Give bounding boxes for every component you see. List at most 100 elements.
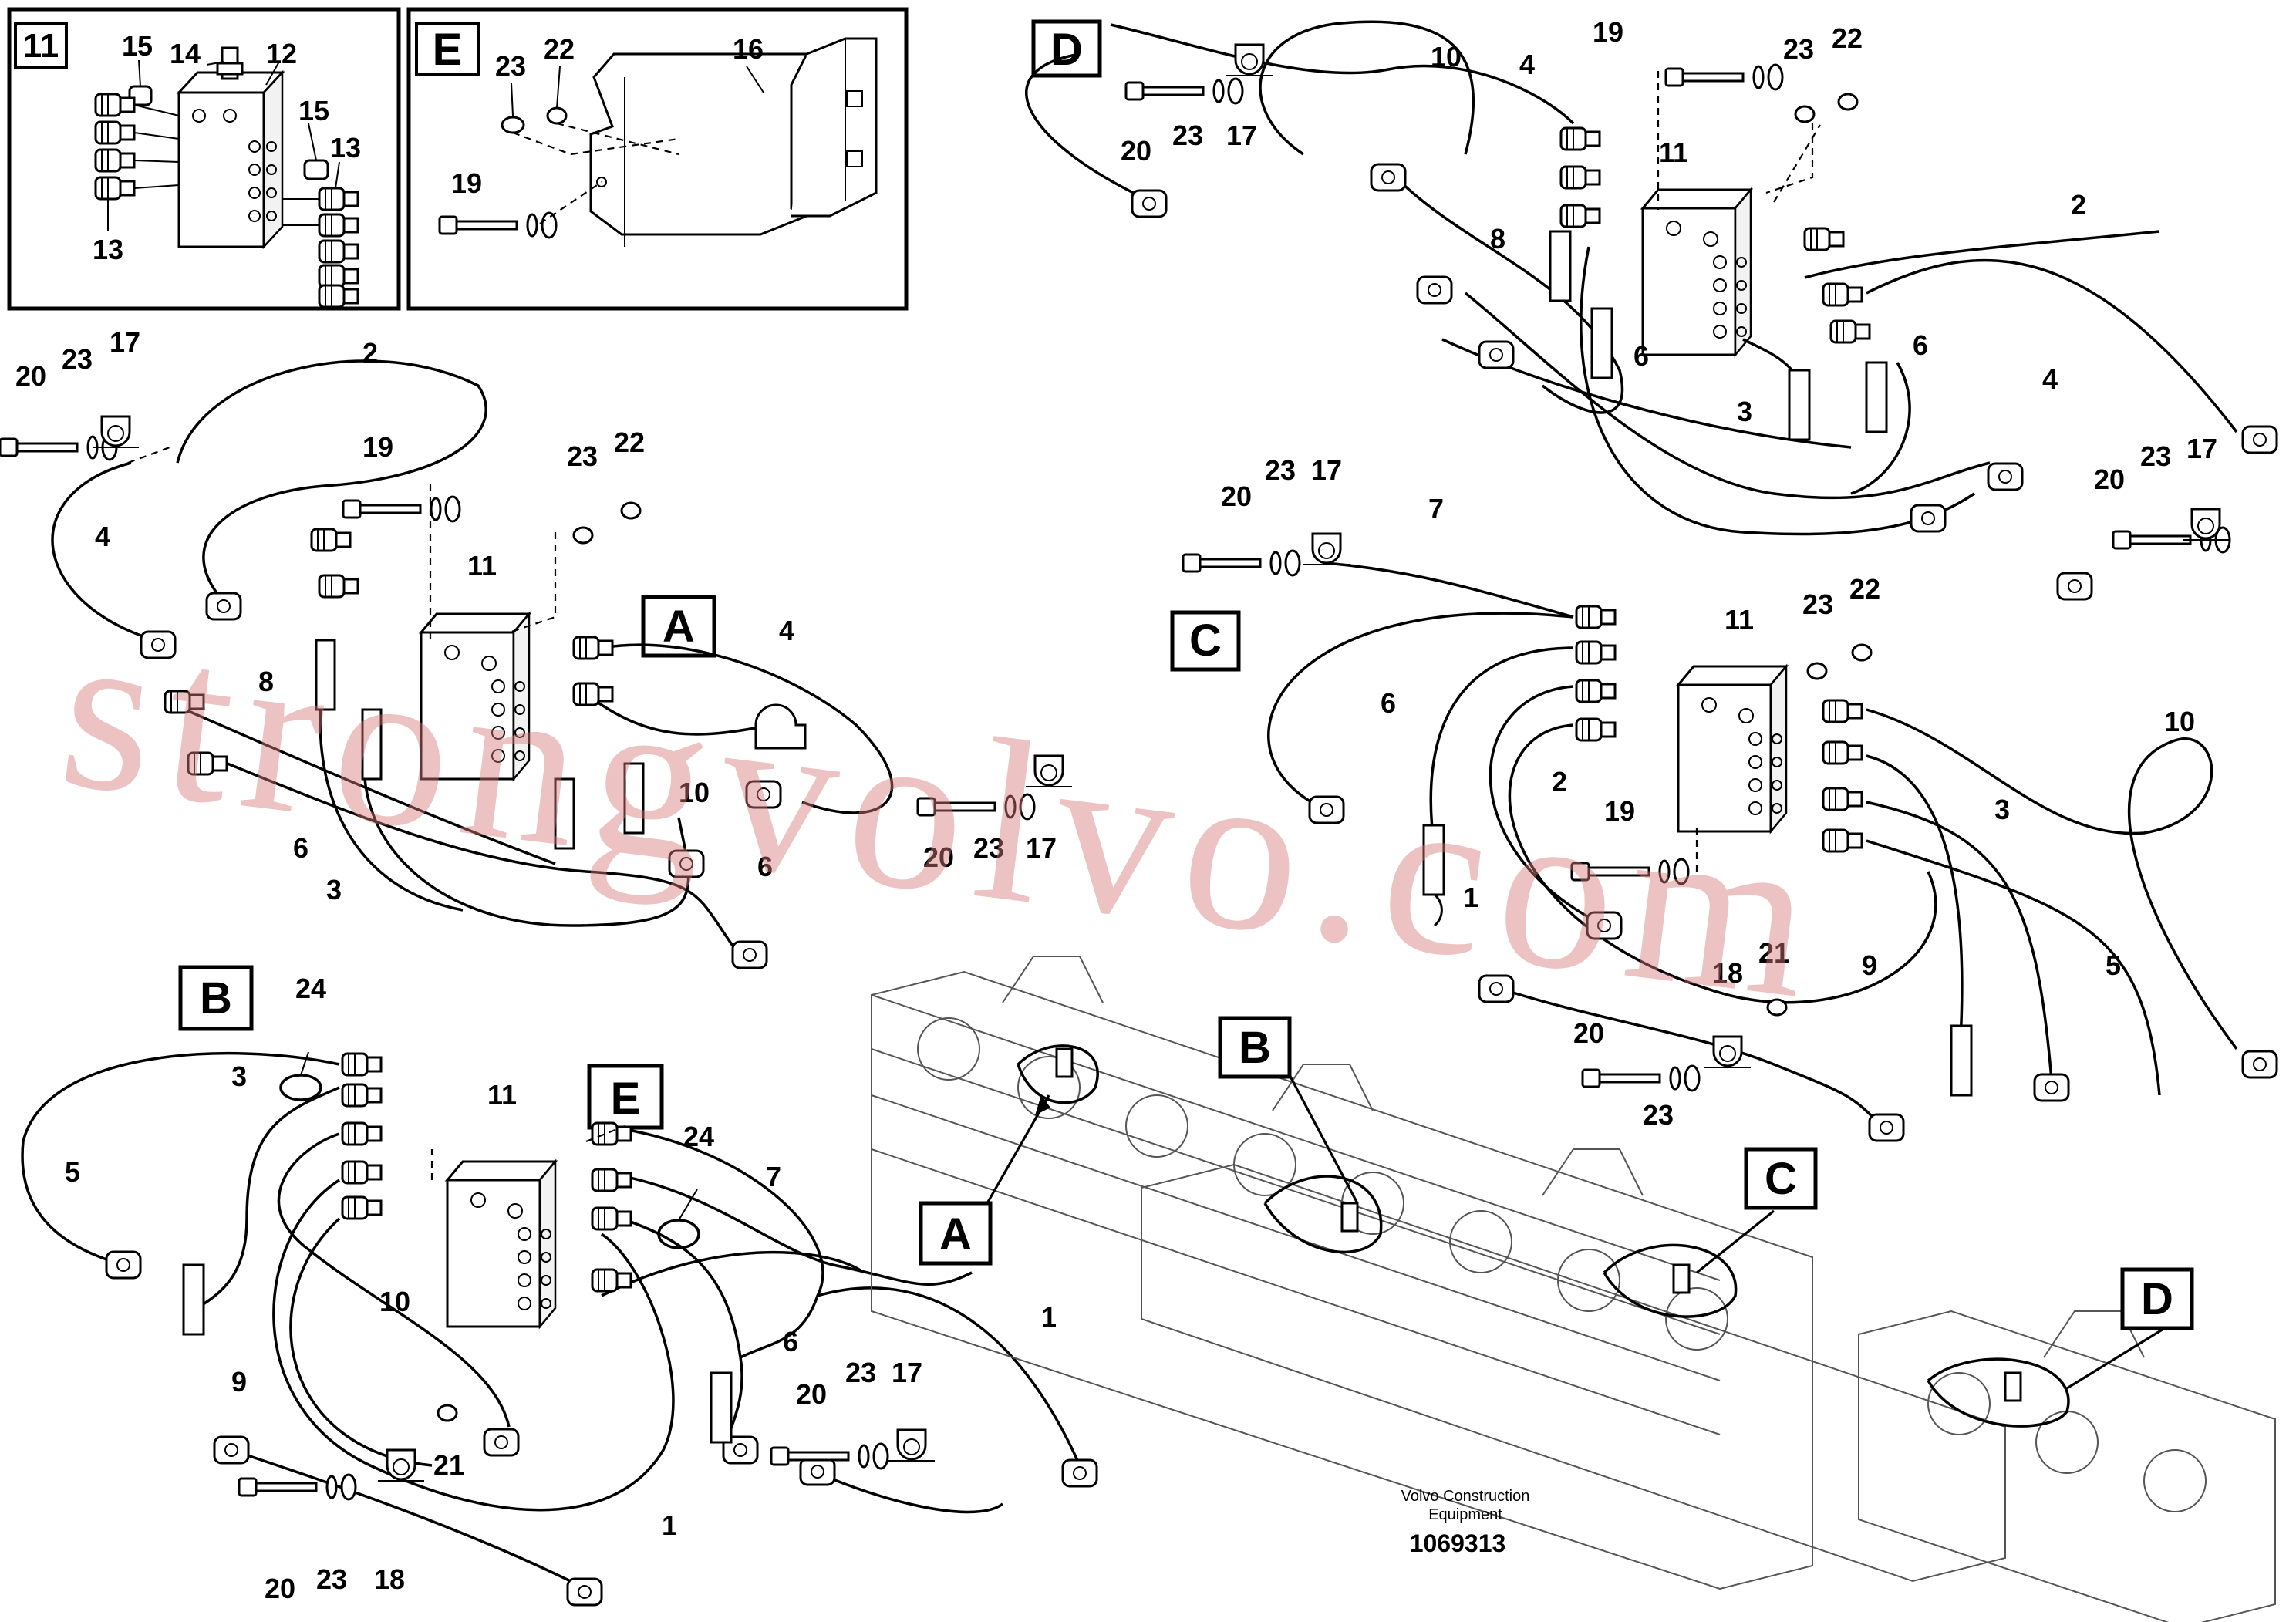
company-line-2: Equipment xyxy=(1428,1506,1502,1523)
callout: 6 xyxy=(1381,687,1396,719)
callout: 21 xyxy=(433,1449,464,1481)
callout: 3 xyxy=(1994,794,2010,825)
view-c: C 20 23 xyxy=(1170,454,2278,1142)
callout: 18 xyxy=(1712,957,1743,989)
callout: 9 xyxy=(231,1366,247,1398)
callout: 6 xyxy=(757,851,773,882)
callout: 7 xyxy=(766,1161,781,1192)
machine-overview: A B C D xyxy=(871,956,2276,1622)
callout: 1 xyxy=(1041,1301,1057,1333)
callout: 23 xyxy=(495,50,526,82)
inset-e-fasteners xyxy=(438,106,679,239)
view-b-hoses xyxy=(21,1051,1081,1590)
callout: 12 xyxy=(266,38,297,69)
view-b-callouts: 24 3 5 11 24 7 6 1 10 9 20 23 17 21 1 20… xyxy=(65,973,1057,1604)
callout: 20 xyxy=(1221,481,1252,512)
view-b-clips-24 xyxy=(279,1051,700,1249)
callout: 20 xyxy=(1121,135,1151,167)
callout: 10 xyxy=(679,777,710,808)
callout: 19 xyxy=(451,167,482,199)
callout: 23 xyxy=(1265,454,1296,486)
callout: 17 xyxy=(1226,120,1257,151)
overview-label-b: B xyxy=(1239,1023,1271,1073)
callout: 22 xyxy=(614,427,645,458)
callout: 6 xyxy=(1913,329,1928,361)
callout: 23 xyxy=(1643,1099,1674,1131)
callout: 4 xyxy=(2042,363,2058,395)
callout: 2 xyxy=(2071,189,2086,221)
callout: 3 xyxy=(326,874,342,905)
callout: 6 xyxy=(293,832,308,864)
callout: 24 xyxy=(683,1121,714,1152)
callout: 2 xyxy=(1552,766,1567,798)
callout: 18 xyxy=(374,1563,405,1595)
callout: 22 xyxy=(544,33,575,65)
callout: 22 xyxy=(1849,573,1880,605)
view-c-callouts: 20 23 17 7 11 23 22 6 2 19 3 10 1 9 5 18… xyxy=(1221,454,2195,1131)
view-b: B E xyxy=(21,965,1098,1607)
drawing-number: 1069313 xyxy=(1410,1529,1506,1557)
overview-rollers xyxy=(917,956,2207,1512)
view-b-title: B xyxy=(200,973,232,1023)
inset-e-title: E xyxy=(433,25,463,75)
callout: 11 xyxy=(487,1079,517,1111)
view-c-fittings xyxy=(1308,605,2278,1142)
inset-panel-11: 11 xyxy=(7,7,401,311)
overview-label-c: C xyxy=(1765,1154,1797,1204)
callout: 17 xyxy=(892,1357,922,1388)
callout: 17 xyxy=(1311,454,1342,486)
callout: 7 xyxy=(1428,493,1444,524)
callout: 23 xyxy=(1172,120,1203,151)
callout: 5 xyxy=(2106,949,2121,981)
callout: 4 xyxy=(95,521,110,552)
view-d-fasteners xyxy=(1124,43,2231,554)
callout: 3 xyxy=(231,1061,247,1092)
overview-hoses xyxy=(1017,1044,2070,1428)
callout: 4 xyxy=(1519,49,1535,80)
view-d-callouts: 10 4 19 23 22 20 23 17 11 2 8 6 6 4 3 23… xyxy=(1121,16,2217,495)
callout: 13 xyxy=(330,132,361,164)
view-a: A 20 23 xyxy=(0,326,1074,969)
inset-11-title: 11 xyxy=(23,27,59,65)
callout: 3 xyxy=(1737,396,1752,427)
callout: 11 xyxy=(467,550,497,582)
callout: 20 xyxy=(923,841,954,873)
view-d: D xyxy=(1025,16,2278,601)
nipple-fittings-13 xyxy=(94,93,359,309)
overview-label-a: A xyxy=(939,1209,972,1259)
inset-11-leaders xyxy=(107,59,340,231)
inset-panel-e: E 23 22 16 19 xyxy=(406,7,909,311)
callout: 10 xyxy=(379,1286,410,1317)
callout: 20 xyxy=(15,360,46,392)
callout: 20 xyxy=(796,1378,827,1410)
view-a-hoses xyxy=(51,359,894,958)
callout: 23 xyxy=(62,343,93,375)
callout: 16 xyxy=(733,33,764,65)
bleed-nipple-14 xyxy=(216,46,244,80)
callout: 22 xyxy=(1832,22,1863,54)
view-c-fasteners xyxy=(1182,532,1873,1092)
inset-11-callouts: 15 14 12 15 13 13 xyxy=(93,30,361,265)
callout: 23 xyxy=(973,832,1004,864)
view-c-title: C xyxy=(1189,615,1222,666)
callout: 19 xyxy=(362,431,393,463)
callout: 17 xyxy=(2186,433,2217,464)
callout: 19 xyxy=(1593,16,1623,48)
callout-e-box: E xyxy=(611,1074,641,1124)
overview-label-d: D xyxy=(2141,1274,2173,1324)
callout: 21 xyxy=(1758,937,1789,969)
callout: 4 xyxy=(779,615,794,646)
callout: 20 xyxy=(1573,1017,1604,1049)
view-a-title: A xyxy=(663,602,695,652)
callout: 2 xyxy=(362,337,378,369)
callout: 5 xyxy=(65,1156,80,1188)
callout: 24 xyxy=(295,973,326,1004)
distribution-block-11 xyxy=(176,69,285,250)
callout: 9 xyxy=(1862,949,1877,981)
view-a-callouts: 20 23 17 2 19 23 22 4 11 4 8 10 6 20 23 … xyxy=(15,326,1057,905)
callout: 19 xyxy=(1604,795,1635,827)
callout: 23 xyxy=(845,1357,876,1388)
inset-e-callouts: 23 22 16 19 xyxy=(451,33,764,199)
callout: 1 xyxy=(662,1509,677,1541)
